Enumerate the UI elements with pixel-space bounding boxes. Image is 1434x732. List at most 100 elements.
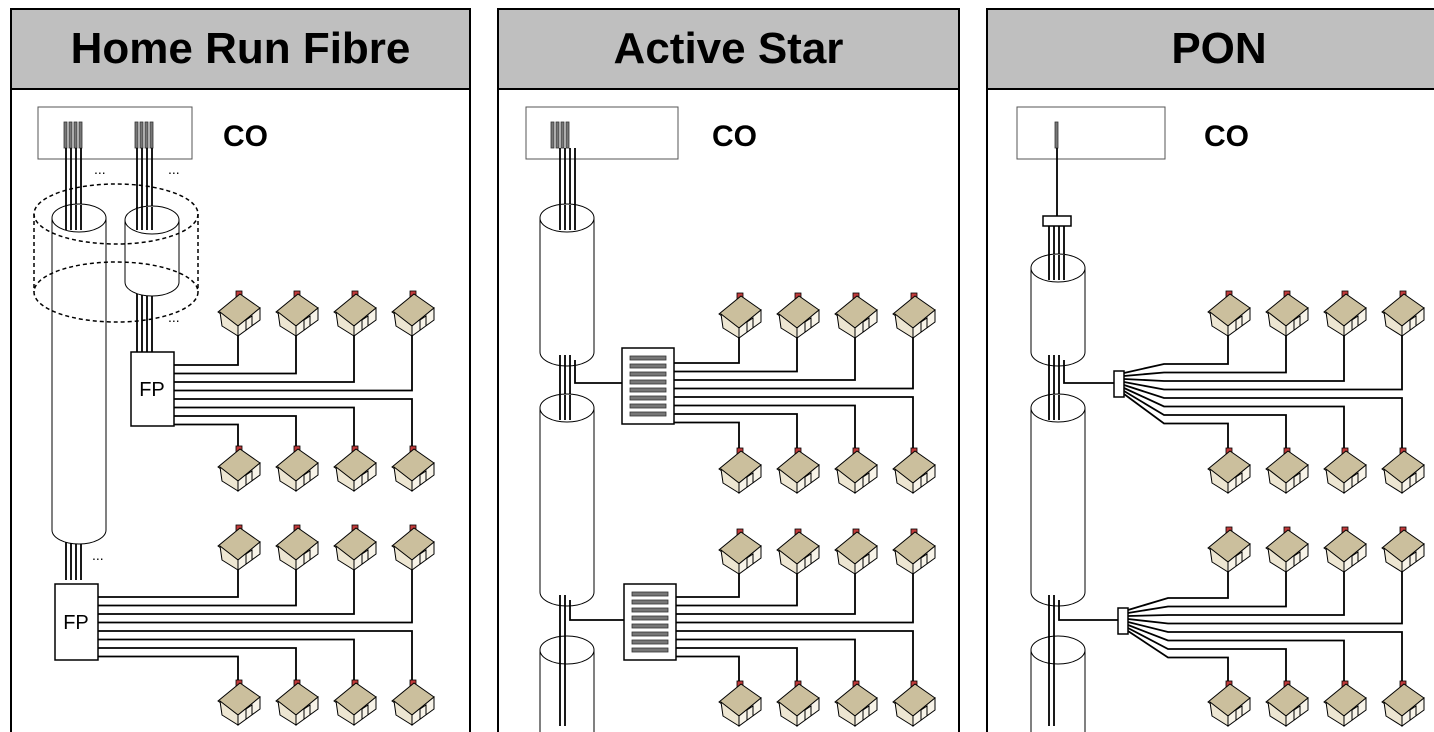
panel-home-run-fibre: Home Run Fibre CO ............ <box>10 8 471 732</box>
house-icon <box>892 528 936 575</box>
house-icon <box>1381 526 1425 573</box>
house-icon <box>333 524 377 571</box>
house-icon <box>333 445 377 492</box>
house-icon <box>391 290 435 337</box>
splitter-icon <box>1117 607 1129 635</box>
co-label: CO <box>712 120 757 153</box>
dashed-sheath <box>33 183 199 323</box>
drop-line <box>1123 334 1287 377</box>
active-switch-icon <box>621 347 675 425</box>
drop-line <box>174 415 297 449</box>
house-icon <box>1207 290 1251 337</box>
panel-title: Home Run Fibre <box>12 10 469 90</box>
drop-line <box>676 572 914 624</box>
active-switch-icon <box>623 583 677 661</box>
drop-lines <box>676 572 914 684</box>
port-icon <box>1054 121 1059 149</box>
house-icon <box>776 447 820 494</box>
house-icon <box>217 524 261 571</box>
duct <box>539 203 595 367</box>
house-icon <box>718 680 762 727</box>
co-label: CO <box>223 120 268 153</box>
house-row <box>217 445 435 492</box>
house-icon <box>275 445 319 492</box>
house-row <box>1207 526 1425 573</box>
drop-line <box>174 334 297 375</box>
house-icon <box>1323 447 1367 494</box>
drop-line <box>674 336 798 373</box>
drop-line <box>174 334 355 383</box>
central-office: CO <box>37 106 268 160</box>
house-icon <box>834 680 878 727</box>
drop-line <box>676 647 798 684</box>
drop-line <box>1127 570 1287 614</box>
svg-text:...: ... <box>168 161 180 177</box>
house-icon <box>1265 680 1309 727</box>
house-icon <box>892 447 936 494</box>
drop-line <box>674 396 914 451</box>
drop-line <box>674 336 740 364</box>
drop-line <box>1123 393 1229 451</box>
panel-pon: PON CO <box>986 8 1434 732</box>
drop-line <box>1123 334 1229 374</box>
drop-line <box>1127 570 1403 625</box>
drop-line <box>674 421 740 451</box>
house-icon <box>1381 680 1425 727</box>
fp-label: FP <box>63 612 89 634</box>
house-icon <box>718 292 762 339</box>
drop-line <box>174 334 239 366</box>
drop-line <box>674 404 856 451</box>
house-icon <box>391 524 435 571</box>
house-row <box>217 290 435 337</box>
flex-point-2: FP <box>54 583 99 661</box>
central-office: CO <box>1016 106 1249 160</box>
drop-line <box>98 568 297 607</box>
drop-line <box>174 423 239 449</box>
house-icon <box>217 445 261 492</box>
drop-line <box>1127 570 1345 617</box>
drop-line <box>1123 387 1345 451</box>
house-icon <box>333 679 377 726</box>
duct <box>1030 635 1086 732</box>
drop-line <box>676 572 798 607</box>
dots: ............ <box>92 161 180 563</box>
house-row <box>1207 447 1425 494</box>
house-icon <box>834 528 878 575</box>
house-icon <box>1323 526 1367 573</box>
drop-line <box>676 630 914 684</box>
co-label: CO <box>1204 120 1249 153</box>
house-icon <box>333 290 377 337</box>
duct <box>539 635 595 732</box>
house-icon <box>834 292 878 339</box>
drop-line <box>98 647 297 683</box>
drop-line <box>98 630 413 683</box>
house-icon <box>718 447 762 494</box>
house-icon <box>1207 447 1251 494</box>
house-row <box>718 528 936 575</box>
drop-line <box>674 336 914 390</box>
house-icon <box>718 528 762 575</box>
pon-diagram: CO <box>1016 106 1425 732</box>
drop-line <box>1123 334 1403 391</box>
panel-active-star: Active Star CO <box>497 8 960 732</box>
duct <box>539 393 595 607</box>
house-row <box>1207 290 1425 337</box>
house-icon <box>1265 290 1309 337</box>
house-icon <box>776 292 820 339</box>
house-row <box>718 447 936 494</box>
house-row <box>217 679 435 726</box>
port-bank-icon <box>63 121 154 149</box>
house-icon <box>834 447 878 494</box>
drop-line <box>1123 384 1403 451</box>
house-icon <box>1381 447 1425 494</box>
panel-title: Active Star <box>499 10 958 90</box>
drop-line <box>1127 627 1287 684</box>
home-run-fibre-diagram: CO ............ F <box>33 106 435 726</box>
port-bank-icon <box>550 121 570 149</box>
house-icon <box>776 528 820 575</box>
drop-lines <box>1123 334 1403 451</box>
drop-line <box>1127 624 1345 684</box>
drop-line <box>98 638 355 683</box>
duct <box>1030 253 1086 367</box>
panel-title: PON <box>988 10 1434 90</box>
